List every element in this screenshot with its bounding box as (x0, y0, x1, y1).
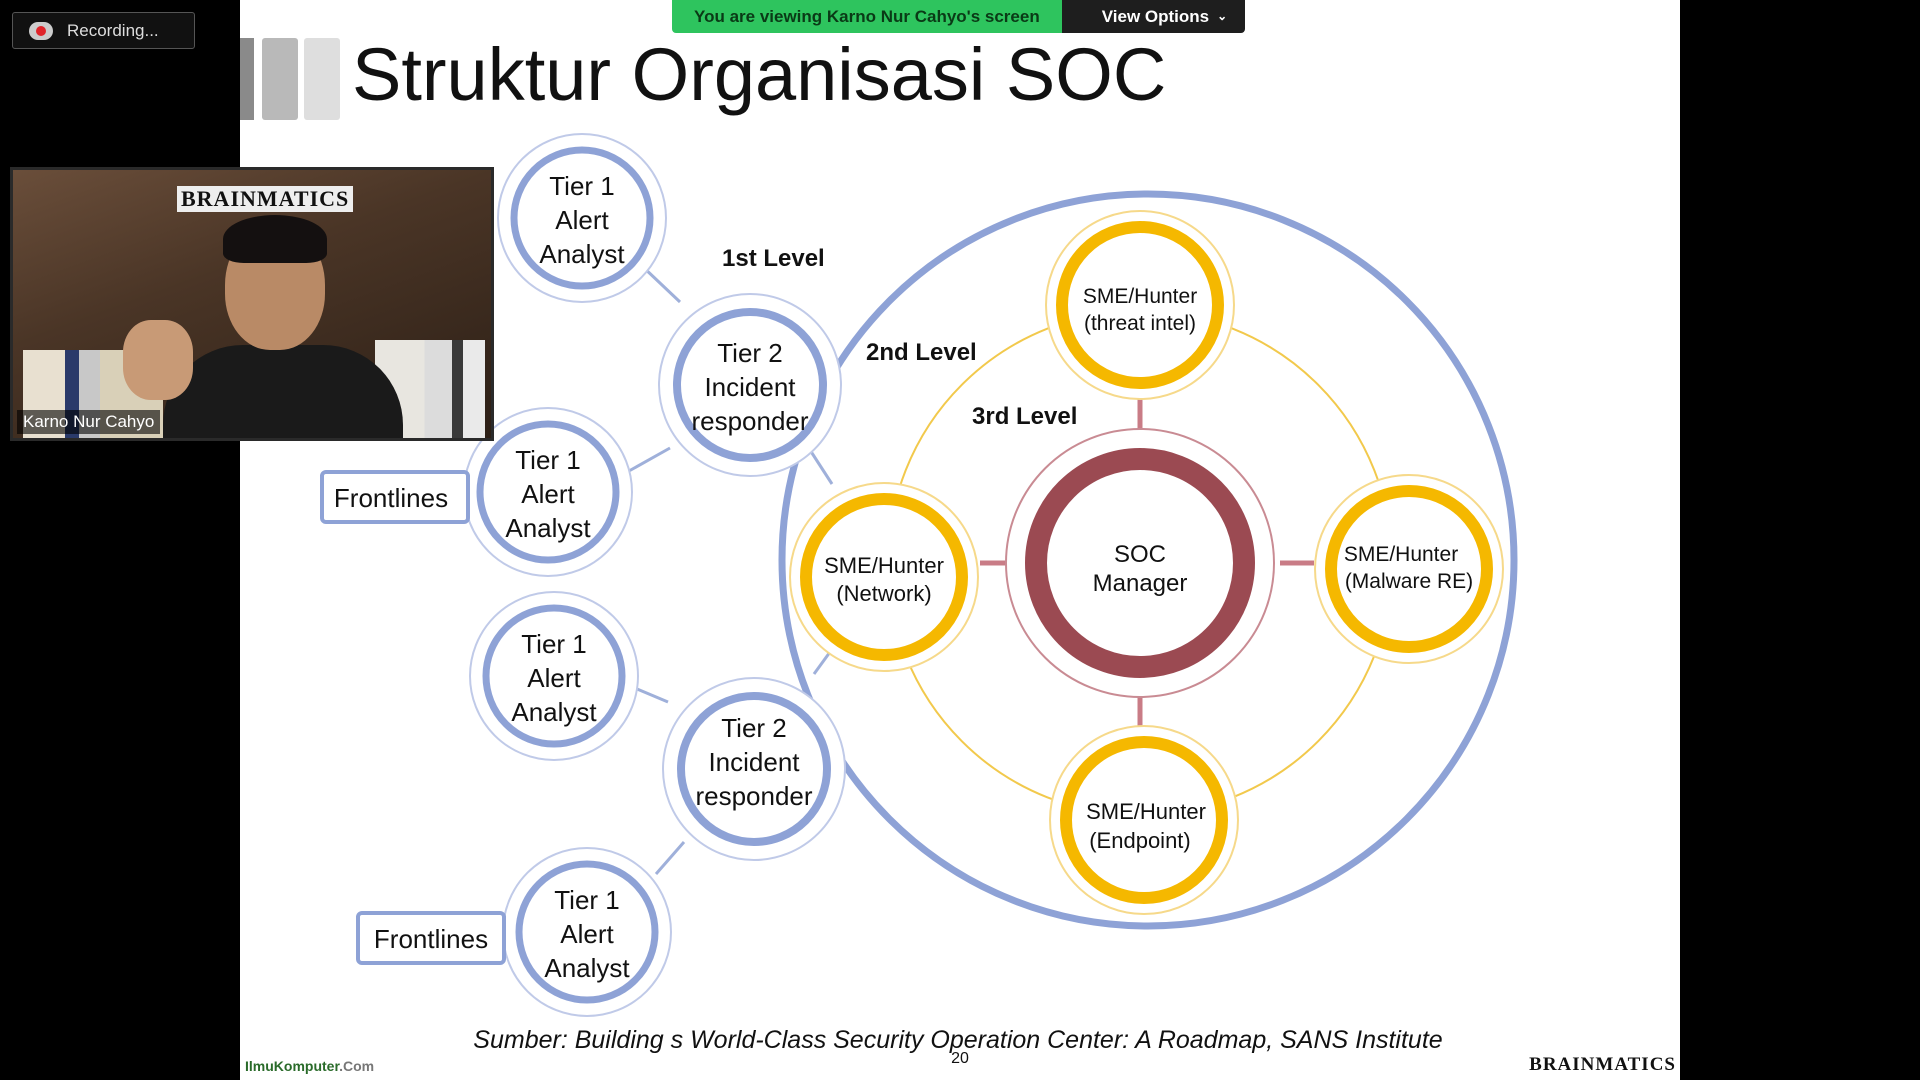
sme-endpoint-line-2: (Endpoint) (1089, 828, 1191, 853)
slide-page-number: 20 (951, 1050, 969, 1067)
participant-video-tile[interactable]: BRAINMATICS Karno Nur Cahyo (10, 167, 494, 441)
frontlines-box-1: Frontlines (320, 470, 470, 524)
participant-name-tag: Karno Nur Cahyo (17, 410, 161, 434)
tier2-node-top: Tier 2 Incident responder (658, 293, 842, 477)
sme-malware-line-1: SME/Hunter (1344, 543, 1458, 566)
recording-icon (29, 21, 53, 40)
sme-network-line-2: (Network) (836, 581, 931, 606)
speaker-hair (223, 215, 327, 263)
tier2-node-bottom: Tier 2 Incident responder (662, 677, 846, 861)
title-bar-light (304, 38, 340, 120)
frontlines-label-1: Frontlines (334, 483, 448, 513)
screen-share-banner: You are viewing Karno Nur Cahyo's screen… (672, 0, 1246, 33)
view-options-label: View Options (1101, 7, 1210, 26)
tier1-node-2: Tier 1 Alert Analyst (463, 407, 633, 577)
footer-left-brand-name: IlmuKomputer (245, 1058, 340, 1074)
speaker-body (163, 345, 403, 438)
second-level-ring (778, 190, 1518, 930)
tier1-node-4: Tier 1 Alert Analyst (502, 847, 672, 1017)
footer-left-brand-domain: .Com (339, 1058, 375, 1074)
sme-endpoint-line-1: SME/Hunter (1086, 799, 1206, 824)
tier1-4-line-3: Analyst (544, 953, 630, 983)
tier1-3-line-3: Analyst (511, 697, 597, 727)
sme-network-line-1: SME/Hunter (824, 553, 944, 578)
view-options-button[interactable]: View Options ⌄ (1061, 0, 1246, 33)
tier1-2-line-3: Analyst (505, 513, 591, 543)
tier1-2-line-2: Alert (521, 479, 575, 509)
tier2-bottom-line-2: Incident (708, 747, 800, 777)
soc-manager-node: SOC Manager (1005, 428, 1275, 698)
recording-indicator[interactable]: Recording... (12, 12, 195, 49)
sme-threat-intel-node: SME/Hunter (threat intel) (1045, 210, 1235, 400)
title-bar-dark (240, 38, 254, 120)
level-2-label: 2nd Level (866, 339, 977, 366)
tier1-4-line-1: Tier 1 (554, 885, 620, 915)
wall-logo: BRAINMATICS (177, 186, 354, 212)
tier1-1-line-3: Analyst (539, 239, 625, 269)
level-3-label: 3rd Level (972, 403, 1077, 430)
chevron-down-icon: ⌄ (1217, 9, 1228, 23)
tier1-2-line-1: Tier 1 (515, 445, 581, 475)
source-citation: Sumber: Building s World-Class Security … (473, 1026, 1442, 1054)
tier2-top-line-3: responder (691, 406, 808, 436)
sme-threat-intel-line-2: (threat intel) (1084, 312, 1196, 335)
level-1-label: 1st Level (722, 245, 825, 272)
footer-right-logo: BRAINMATICS (1529, 1054, 1676, 1075)
tier1-3-line-2: Alert (527, 663, 581, 693)
tier1-4-line-2: Alert (560, 919, 614, 949)
recording-label: Recording... (67, 20, 159, 40)
tier1-node-3: Tier 1 Alert Analyst (469, 591, 639, 761)
frontlines-label-2: Frontlines (374, 924, 488, 954)
tier1-1-line-2: Alert (555, 205, 609, 235)
tier1-1-line-1: Tier 1 (549, 171, 615, 201)
tier2-bottom-line-1: Tier 2 (721, 713, 787, 743)
slide-canvas: Struktur Organisasi SOC 1st Level 2nd Le… (240, 33, 1518, 1067)
footer-left-brand: IlmuKomputer.Com (245, 1058, 374, 1074)
sme-malware-line-2: (Malware RE) (1345, 570, 1473, 593)
slide-title: Struktur Organisasi SOC (352, 33, 1166, 116)
sme-network-node: SME/Hunter (Network) (789, 482, 979, 672)
tier1-3-line-1: Tier 1 (521, 629, 587, 659)
title-bar-mid (262, 38, 298, 120)
tier2-bottom-line-3: responder (695, 781, 812, 811)
sme-endpoint-node: SME/Hunter (Endpoint) (1049, 725, 1239, 915)
speaker-hand (123, 320, 193, 400)
frontlines-box-2: Frontlines (356, 911, 506, 965)
sme-threat-intel-line-1: SME/Hunter (1083, 285, 1197, 308)
viewing-screen-text: You are viewing Karno Nur Cahyo's screen (672, 0, 1062, 33)
sme-malware-node: SME/Hunter (Malware RE) (1314, 474, 1504, 664)
soc-manager-line-1: SOC (1114, 541, 1166, 568)
tier1-node-1: Tier 1 Alert Analyst (497, 133, 667, 303)
shared-slide: Struktur Organisasi SOC 1st Level 2nd Le… (240, 0, 1680, 1080)
tier2-top-line-2: Incident (704, 372, 796, 402)
tier2-top-line-1: Tier 2 (717, 338, 783, 368)
soc-manager-line-2: Manager (1093, 570, 1188, 597)
